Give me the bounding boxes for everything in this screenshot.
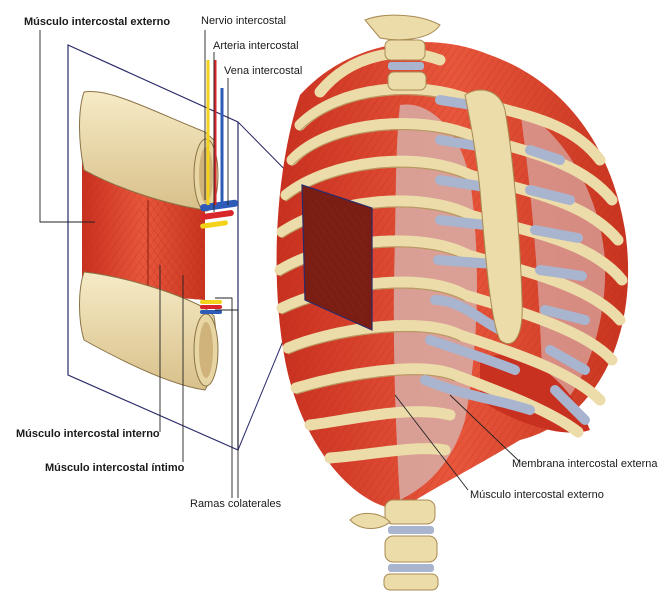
label-musculo-intercostal-interno: Músculo intercostal interno <box>16 428 160 440</box>
detail-vessels-upper <box>200 60 238 229</box>
detail-vessels-lower <box>200 300 222 314</box>
detail-upper-rib <box>79 91 219 212</box>
label-vena-intercostal: Vena intercostal <box>224 65 303 77</box>
label-musculo-intercostal-externo-bottom: Músculo intercostal externo <box>470 489 604 501</box>
label-musculo-intercostal-intimo: Músculo intercostal íntimo <box>45 462 185 474</box>
detail-lower-rib <box>79 271 219 391</box>
label-ramas-colaterales: Ramas colaterales <box>190 498 282 510</box>
label-arteria-intercostal: Arteria intercostal <box>213 40 299 52</box>
label-nervio-intercostal: Nervio intercostal <box>201 15 286 27</box>
vertebral-column-bottom <box>349 499 439 591</box>
vertebral-column-top <box>364 14 441 91</box>
leader-lines <box>39 30 521 498</box>
rib-cage <box>274 14 629 591</box>
sternum <box>464 89 523 345</box>
label-musculo-intercostal-externo-top: Músculo intercostal externo <box>24 16 171 28</box>
label-membrana-intercostal-externa: Membrana intercostal externa <box>512 458 658 470</box>
